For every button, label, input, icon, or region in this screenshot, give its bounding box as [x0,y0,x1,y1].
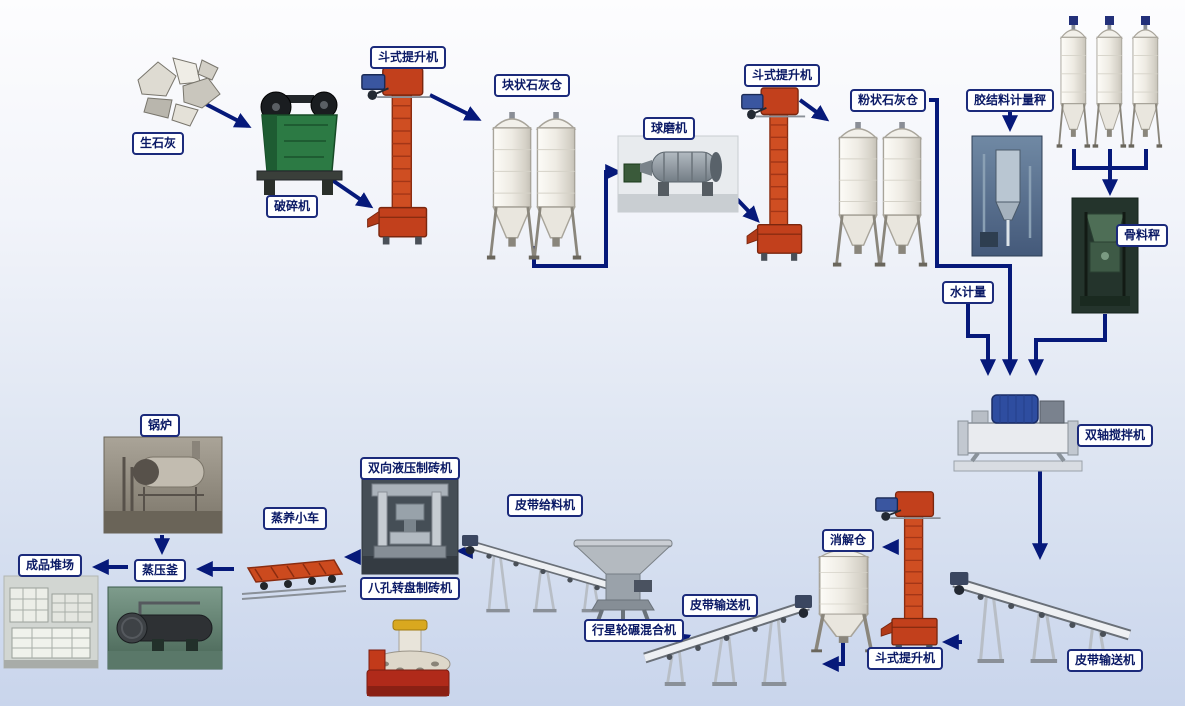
label-aggregate-scale: 骨料秤 [1115,224,1169,247]
label-bucket-elevator-3: 斗式提升机 [866,647,944,670]
powder-lime-silos-image [831,120,929,268]
arrow-powder-silo-to-binder-scale-to-mixer [929,98,1018,376]
twin-shaft-mixer-image [953,394,1083,472]
label-quicklime: 生石灰 [131,132,185,155]
lump-lime-silos-image [485,110,583,261]
product-yard-image [3,575,99,669]
flow-arrows [92,93,1148,672]
label-product-yard: 成品堆场 [17,554,83,577]
label-bucket-elevator-1: 斗式提升机 [369,46,447,69]
label-planetary-wheel-mixer: 行星轮碾混合机 [583,619,685,642]
ball-mill-image [617,135,739,213]
label-crusher: 破碎机 [265,195,319,218]
label-boiler: 锅炉 [139,414,181,437]
arrow-elevator1-to-lump-silo [429,93,482,121]
label-ball-mill: 球磨机 [642,117,696,140]
slaking-silo-image [809,543,878,655]
label-slaking-silo: 消解仓 [821,529,875,552]
hydraulic-brick-machine-image [361,477,459,575]
label-binder-metering-scale: 胶结料计量秤 [965,89,1055,112]
arrow-slaking-silo-to-conveyor [822,640,845,672]
arrow-aggregate-scale-to-mixer [1028,314,1107,376]
arrow-water-to-mixer [966,304,996,376]
label-powder-lime-silo: 粉状石灰仓 [849,89,927,112]
boiler-image [103,436,223,534]
curing-trolley-image [241,559,347,600]
label-bucket-elevator-2: 斗式提升机 [743,64,821,87]
jaw-crusher-image [256,91,343,195]
label-rotary-brick-machine: 八孔转盘制砖机 [359,577,461,600]
label-belt-conveyor-right: 皮带输送机 [1066,649,1144,672]
label-water-metering: 水计量 [941,281,995,304]
arrow-elevator2-to-powder-silo [798,98,830,122]
arrow-crusher-to-elevator1 [330,178,374,209]
label-hydraulic-brick-machine: 双向液压制砖机 [359,457,461,480]
rotary-brick-machine-image [366,619,451,697]
storage-silos-image [1055,16,1164,149]
bucket-elevator-1-image [360,66,432,246]
label-lump-lime-silo: 块状石灰仓 [493,74,571,97]
bucket-elevator-3-image [874,490,942,653]
label-belt-conveyor-middle: 皮带输送机 [681,594,759,617]
label-belt-feeder: 皮带给料机 [506,494,584,517]
label-autoclave: 蒸压釜 [133,559,187,582]
label-curing-trolley: 蒸养小车 [262,507,328,530]
autoclave-image [107,586,223,670]
bucket-elevator-2-image [740,86,807,262]
binder-scale-image [971,135,1043,257]
aggregate-scale-image [1071,197,1139,314]
quicklime-rocks-image [137,57,221,127]
label-twin-shaft-mixer: 双轴搅拌机 [1076,424,1154,447]
